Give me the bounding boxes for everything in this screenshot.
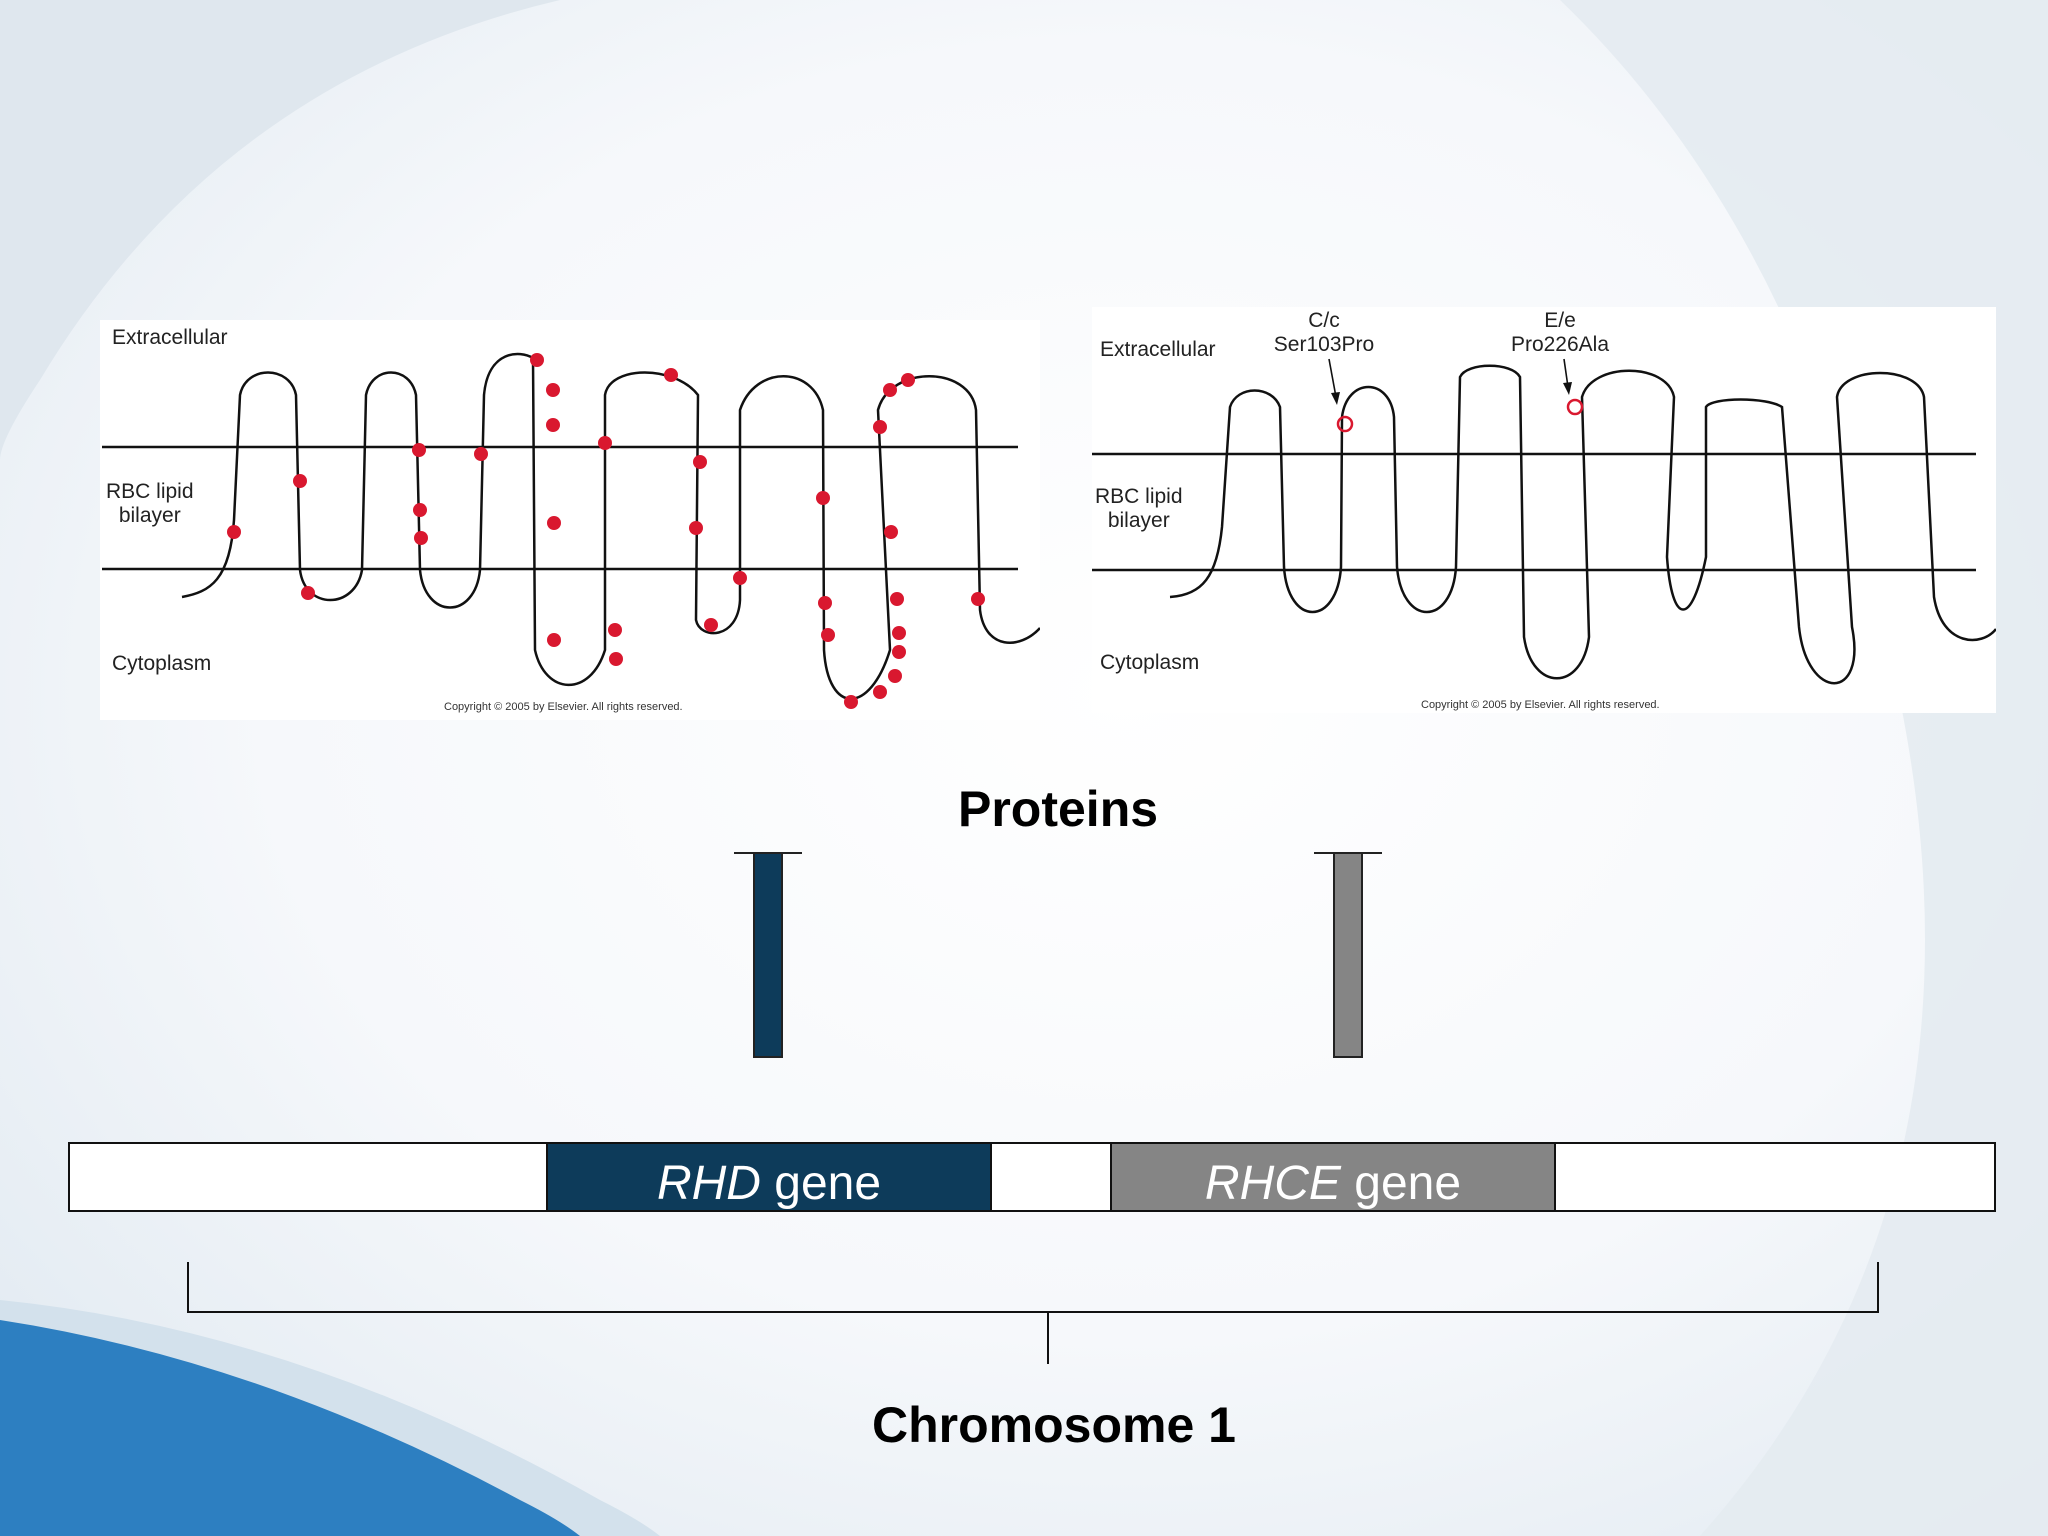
residue-marker — [884, 525, 898, 539]
residue-marker — [293, 474, 307, 488]
residue-marker — [546, 383, 560, 397]
cytoplasm-label: Cytoplasm — [112, 652, 212, 675]
cc-arrow — [1328, 358, 1337, 398]
rhd-protein-bar — [753, 852, 783, 1058]
ee-annotation: E/e Pro226Ala — [1500, 309, 1620, 357]
bilayer-label: RBC lipid bilayer — [106, 480, 194, 528]
residue-marker — [704, 618, 718, 632]
rhce-protein-diagram: Extracellular C/c Ser103Pro E/e Pro226Al… — [1092, 307, 1996, 713]
ee-arrow — [1563, 358, 1569, 388]
chromosome-title: Chromosome 1 — [872, 1397, 1236, 1453]
residue-marker — [693, 455, 707, 469]
rhce-gene-name: RHCE — [1204, 1157, 1341, 1210]
rhd-gene-name: RHD — [656, 1157, 761, 1210]
residue-marker — [546, 418, 560, 432]
residue-marker — [413, 503, 427, 517]
residue-marker — [971, 592, 985, 606]
rhce-protein-bar — [1333, 852, 1363, 1058]
rhce-gene-block: RHCE gene — [1110, 1144, 1556, 1210]
residue-marker — [844, 695, 858, 709]
residue-marker — [530, 353, 544, 367]
residue-marker — [609, 652, 623, 666]
residue-marker — [890, 592, 904, 606]
cytoplasm-label: Cytoplasm — [1100, 651, 1200, 674]
bilayer-label-line1: RBC lipid — [1095, 485, 1183, 508]
rhd-gene-suffix: gene — [760, 1157, 882, 1210]
extracellular-label: Extracellular — [1100, 338, 1216, 361]
residue-marker — [547, 633, 561, 647]
rhce-gene-suffix: gene — [1340, 1157, 1462, 1210]
ee-arrowhead — [1563, 382, 1572, 395]
rhce-membrane-topology — [1092, 358, 1996, 685]
bracket-line — [187, 1262, 1879, 1313]
annotation-arrows — [1328, 358, 1572, 405]
residue-marker — [892, 626, 906, 640]
bilayer-label-line2: bilayer — [1107, 509, 1170, 533]
proteins-title: Proteins — [958, 781, 1159, 837]
cc-arrowhead — [1331, 392, 1340, 405]
ee-annotation-line2: Pro226Ala — [1510, 333, 1610, 357]
residue-marker — [888, 669, 902, 683]
cc-annotation-line1: C/c — [1308, 309, 1340, 332]
cc-annotation-line2: Ser103Pro — [1273, 333, 1375, 357]
bilayer-label-line2: bilayer — [118, 504, 181, 528]
residue-marker — [608, 623, 622, 637]
residue-marker — [816, 491, 830, 505]
rhd-protein-diagram: Extracellular RBC lipid bilayer Cytoplas… — [100, 320, 1040, 720]
bilayer-label: RBC lipid bilayer — [1095, 485, 1183, 533]
rhd-membrane-topology — [102, 352, 1040, 709]
cc-annotation: C/c Ser103Pro — [1264, 309, 1384, 357]
ee-annotation-line1: E/e — [1544, 309, 1576, 332]
protein-chain — [1169, 364, 1996, 685]
residue-marker — [547, 516, 561, 530]
residue-marker — [901, 373, 915, 387]
residue-marker — [733, 571, 747, 585]
residue-marker — [689, 521, 703, 535]
residue-marker — [598, 436, 612, 450]
residue-marker — [227, 525, 241, 539]
copyright-notice: Copyright © 2005 by Elsevier. All rights… — [444, 701, 683, 713]
residue-marker — [474, 447, 488, 461]
residue-marker — [892, 645, 906, 659]
ee-polymorphism-marker — [1566, 398, 1584, 416]
residue-marker — [873, 685, 887, 699]
residue-marker — [818, 596, 832, 610]
chromosome-strip: RHD gene RHCE gene — [68, 1142, 1996, 1212]
rhd-specific-residue-markers — [227, 353, 985, 709]
extracellular-label: Extracellular — [112, 326, 228, 349]
copyright-notice: Copyright © 2005 by Elsevier. All rights… — [1421, 699, 1660, 711]
cc-polymorphism-marker — [1336, 415, 1354, 433]
residue-marker — [412, 443, 426, 457]
bilayer-label-line1: RBC lipid — [106, 480, 194, 503]
residue-marker — [821, 628, 835, 642]
residue-marker — [873, 420, 887, 434]
polymorphism-markers — [1336, 398, 1584, 433]
rhd-gene-block: RHD gene — [546, 1144, 992, 1210]
residue-marker — [883, 383, 897, 397]
residue-marker — [664, 368, 678, 382]
residue-marker — [301, 586, 315, 600]
residue-marker — [414, 531, 428, 545]
